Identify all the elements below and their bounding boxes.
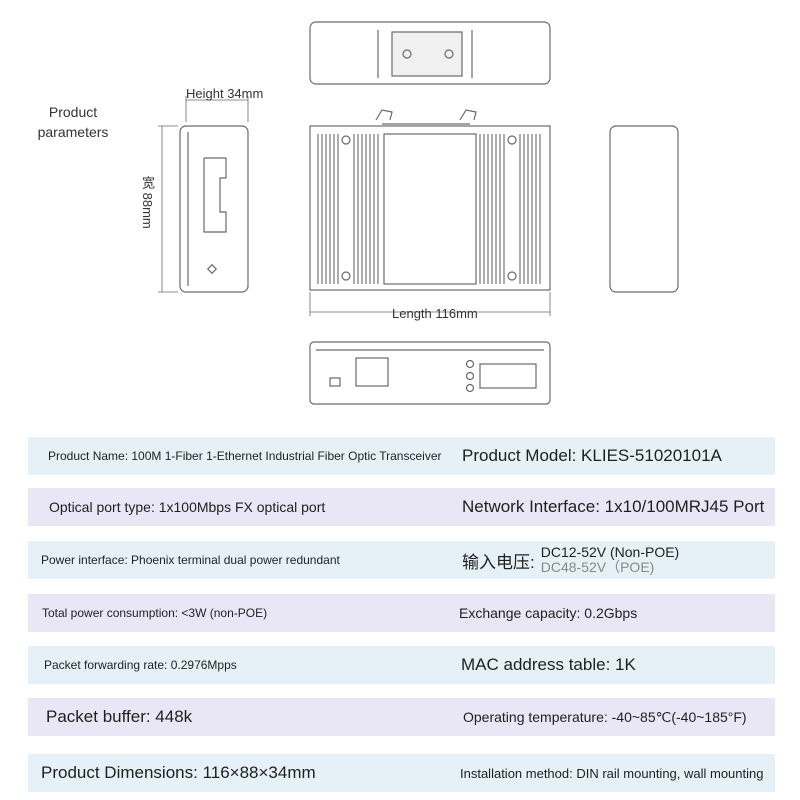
spec-row-6: Packet buffer: 448k Operating temperatur… xyxy=(28,698,775,736)
front-view xyxy=(309,125,551,291)
network-interface: Network Interface: 1x10/100MRJ45 Port xyxy=(462,497,765,516)
installation-method: Installation method: DIN rail mounting, … xyxy=(460,765,764,781)
bottom-view xyxy=(309,341,551,405)
top-view xyxy=(309,21,551,85)
optical-port-type: Optical port type: 1x100Mbps FX optical … xyxy=(49,499,326,515)
product-name: Product Name: 100M 1-Fiber 1-Ethernet In… xyxy=(48,449,442,463)
input-voltage-poe: DC48-52V（POE) xyxy=(540,559,655,575)
product-model: Product Model: KLIES-51020101A xyxy=(462,446,722,465)
total-power-consumption: Total power consumption: <3W (non-POE) xyxy=(42,606,268,620)
packet-forwarding-rate: Packet forwarding rate: 0.2976Mpps xyxy=(44,658,237,672)
operating-temperature: Operating temperature: -40~85℃(-40~185°F… xyxy=(463,708,747,725)
input-voltage-non-poe: DC12-52V (Non-POE) xyxy=(540,544,680,560)
length-dimension-label: Length 116mm xyxy=(392,306,478,321)
side-view-right xyxy=(609,125,679,293)
exchange-capacity: Exchange capacity: 0.2Gbps xyxy=(459,605,638,621)
spec-row-5: Packet forwarding rate: 0.2976Mpps MAC a… xyxy=(28,646,775,684)
spec-row-2: Optical port type: 1x100Mbps FX optical … xyxy=(28,488,775,526)
width-dimension-label: 宽 88mm xyxy=(140,176,155,229)
power-interface: Power interface: Phoenix terminal dual p… xyxy=(41,553,340,567)
packet-buffer: Packet buffer: 448k xyxy=(46,707,193,726)
section-title: Product parameters xyxy=(37,104,109,140)
spec-row-7: Product Dimensions: 116×88×34mm Installa… xyxy=(28,754,775,792)
product-dimensions: Product Dimensions: 116×88×34mm xyxy=(41,763,316,782)
spec-row-3: Power interface: Phoenix terminal dual p… xyxy=(28,541,775,579)
mac-address-table: MAC address table: 1K xyxy=(461,655,636,674)
side-view-left xyxy=(179,125,249,293)
spec-row-4: Total power consumption: <3W (non-POE) E… xyxy=(28,594,775,632)
product-drawing xyxy=(158,21,679,405)
spec-row-1: Product Name: 100M 1-Fiber 1-Ethernet In… xyxy=(28,437,775,475)
height-dimension-label: Height 34mm xyxy=(186,86,264,101)
input-voltage-label: 输入电压: xyxy=(462,552,535,572)
input-voltage-values: DC12-52V (Non-POE) DC48-52V（POE) xyxy=(541,545,680,575)
